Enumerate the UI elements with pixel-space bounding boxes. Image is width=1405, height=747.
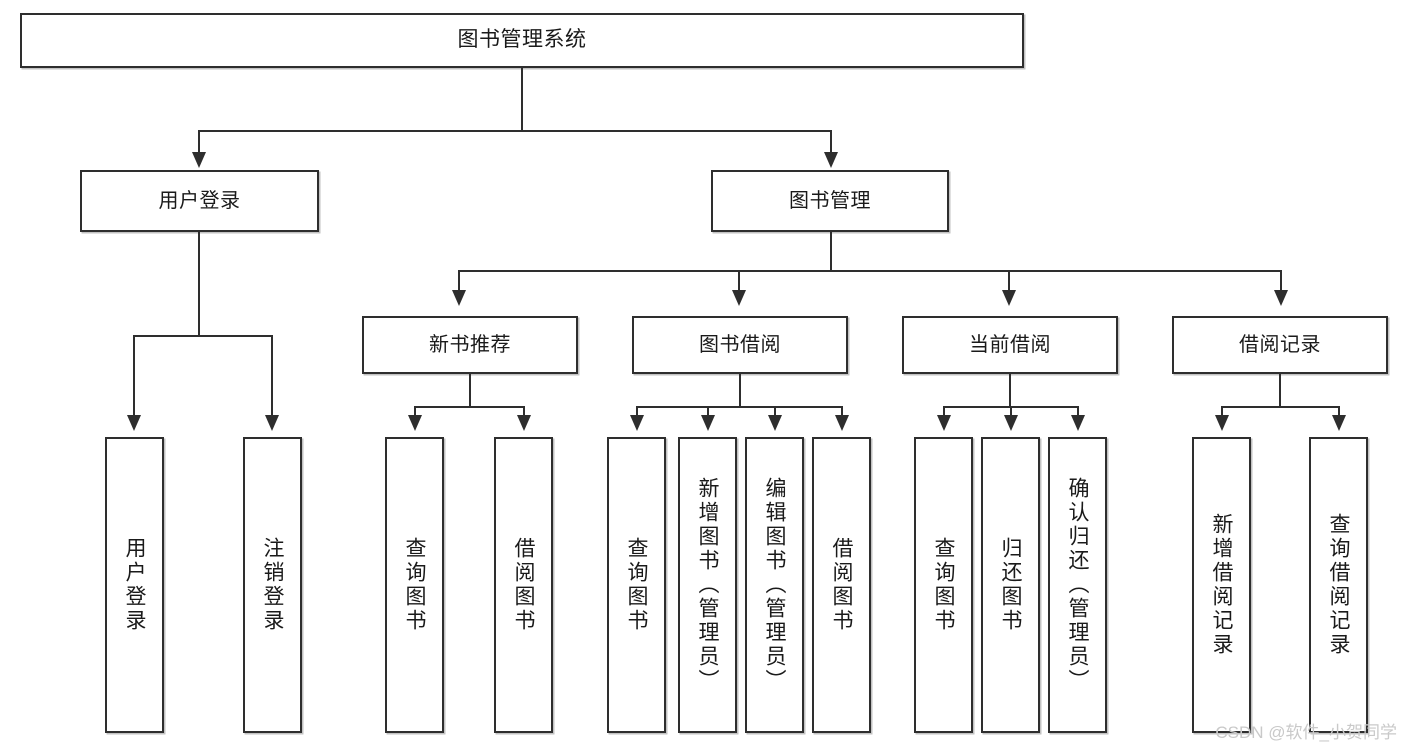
arrow-to-leaf-cb-return-book [1004,415,1018,431]
connector-to-new-book-recommend [458,270,460,292]
leaf-nbr-borrow-book[interactable]: 借阅图书 [494,437,553,733]
connector-bb-leaf1 [636,406,638,417]
arrow-to-leaf-nbr-borrow-book [517,415,531,431]
connector-new-book-recommend-bar [414,406,525,408]
arrow-to-current-borrow [1002,290,1016,306]
node-label: 用户登录 [158,189,241,212]
connector-root-stem [521,68,523,130]
node-new-book-recommend[interactable]: 新书推荐 [362,316,578,374]
arrow-to-leaf-nbr-query-book [408,415,422,431]
leaf-br-query-record[interactable]: 查询借阅记录 [1309,437,1368,733]
node-label: 新增图书（管理员） [696,477,719,693]
node-label: 当前借阅 [969,333,1051,356]
node-borrow-record[interactable]: 借阅记录 [1172,316,1388,374]
arrow-to-leaf-cb-confirm-return [1071,415,1085,431]
arrow-to-leaf-bb-edit-book [768,415,782,431]
node-label: 新书推荐 [429,333,511,356]
node-label: 注销登录 [261,537,284,633]
connector-bb-leaf2 [707,406,709,417]
arrow-to-leaf-bb-borrow-book [835,415,849,431]
node-book-borrow[interactable]: 图书借阅 [632,316,848,374]
node-user-login[interactable]: 用户登录 [80,170,319,232]
connector-user-login-leaf2 [271,335,273,417]
leaf-logout[interactable]: 注销登录 [243,437,302,733]
arrow-to-leaf-bb-add-book [701,415,715,431]
connector-level3-bar [458,270,1282,272]
node-label: 归还图书 [999,537,1022,633]
connector-cb-leaf1 [943,406,945,417]
arrow-to-leaf-logout [265,415,279,431]
connector-bb-leaf4 [841,406,843,417]
connector-new-book-recommend-stem [469,374,471,407]
leaf-bb-edit-book[interactable]: 编辑图书（管理员） [745,437,804,733]
connector-br-leaf1 [1221,406,1223,417]
leaf-br-add-record[interactable]: 新增借阅记录 [1192,437,1251,733]
connector-bb-leaf3 [774,406,776,417]
connector-root-bar [198,130,832,132]
node-label: 查询图书 [625,537,648,633]
leaf-cb-confirm-return[interactable]: 确认归还（管理员） [1048,437,1107,733]
connector-nbr-leaf1 [414,406,416,417]
node-label: 图书管理系统 [457,28,587,52]
connector-borrow-record-bar [1221,406,1340,408]
leaf-bb-query-book[interactable]: 查询图书 [607,437,666,733]
connector-current-borrow-stem [1009,374,1011,407]
connector-to-current-borrow [1008,270,1010,292]
connector-to-book-borrow [738,270,740,292]
node-label: 查询借阅记录 [1327,513,1350,657]
connector-book-borrow-stem [739,374,741,407]
node-book-management[interactable]: 图书管理 [711,170,949,232]
arrow-to-borrow-record [1274,290,1288,306]
connector-borrow-record-stem [1279,374,1281,407]
arrow-to-book-management [824,152,838,168]
arrow-to-leaf-cb-query-book [937,415,951,431]
node-label: 用户登录 [123,537,146,633]
connector-cb-leaf3 [1077,406,1079,417]
arrow-to-user-login [192,152,206,168]
node-label: 确认归还（管理员） [1066,477,1089,693]
node-book-management-system[interactable]: 图书管理系统 [20,13,1024,68]
leaf-bb-add-book[interactable]: 新增图书（管理员） [678,437,737,733]
leaf-nbr-query-book[interactable]: 查询图书 [385,437,444,733]
connector-to-borrow-record [1280,270,1282,292]
node-label: 借阅图书 [830,537,853,633]
arrow-to-book-borrow [732,290,746,306]
node-label: 编辑图书（管理员） [763,477,786,693]
connector-root-to-user-login [198,130,200,156]
connector-book-borrow-bar [636,406,843,408]
leaf-cb-query-book[interactable]: 查询图书 [914,437,973,733]
connector-user-login-leaf1 [133,335,135,417]
connector-nbr-leaf2 [523,406,525,417]
node-label: 图书借阅 [699,333,781,356]
connector-br-leaf2 [1338,406,1340,417]
connector-root-to-book-management [830,130,832,156]
arrow-to-leaf-br-add-record [1215,415,1229,431]
node-label: 借阅图书 [512,537,535,633]
connector-user-login-stem [198,232,200,336]
node-label: 新增借阅记录 [1210,513,1233,657]
node-label: 查询图书 [932,537,955,633]
connector-cb-leaf2 [1010,406,1012,417]
connector-book-management-stem [830,232,832,270]
arrow-to-leaf-bb-query-book [630,415,644,431]
node-current-borrow[interactable]: 当前借阅 [902,316,1118,374]
connector-user-login-bar [133,335,273,337]
arrow-to-leaf-br-query-record [1332,415,1346,431]
arrow-to-leaf-user-login [127,415,141,431]
arrow-to-new-book-recommend [452,290,466,306]
node-label: 借阅记录 [1239,333,1321,356]
node-label: 图书管理 [789,189,871,212]
leaf-cb-return-book[interactable]: 归还图书 [981,437,1040,733]
leaf-bb-borrow-book[interactable]: 借阅图书 [812,437,871,733]
leaf-user-login[interactable]: 用户登录 [105,437,164,733]
node-label: 查询图书 [403,537,426,633]
